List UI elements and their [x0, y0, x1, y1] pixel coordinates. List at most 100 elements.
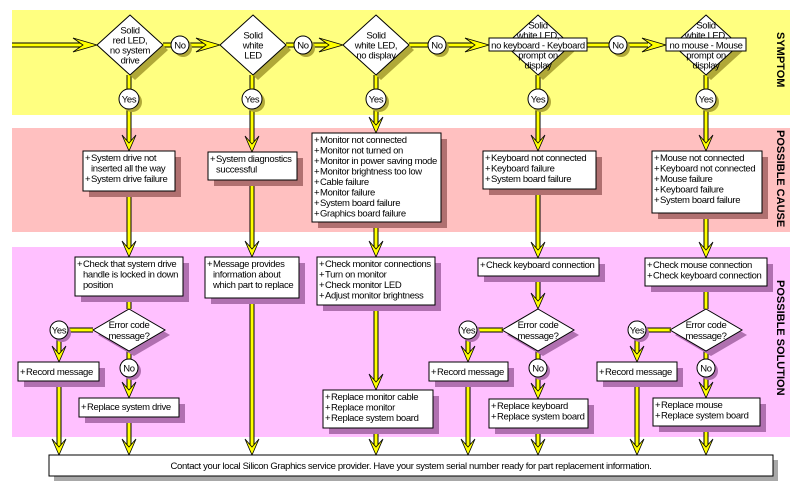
bullet-icon: + — [210, 154, 216, 165]
arrow-down-icon — [244, 135, 260, 153]
no-circle-label: No — [123, 364, 135, 375]
record-message-box — [596, 361, 678, 382]
error-question-text: Error code — [518, 320, 559, 331]
arrow-down-icon — [51, 438, 67, 456]
no-circle — [528, 358, 548, 378]
symptom-label-box — [665, 37, 747, 52]
arrow-down-icon — [460, 438, 476, 456]
error-question-text: message? — [517, 331, 558, 342]
replace-text: Replace system board — [331, 413, 419, 424]
band-label-symptom: SYMPTOM — [774, 32, 786, 88]
arrow-right-icon — [72, 37, 99, 53]
bullet-icon: + — [485, 164, 491, 175]
yes-circle-label: Yes — [531, 95, 546, 106]
symptom-text: display — [692, 61, 720, 72]
symptom-text: no keyboard - Keyboard — [491, 41, 585, 52]
replace-text: Replace keyboard — [497, 401, 568, 412]
no-circle-label: No — [532, 364, 544, 375]
symptom-text: Solid — [120, 26, 139, 37]
replace-box-2 — [322, 389, 434, 429]
arrow-down-icon — [368, 438, 384, 456]
bullet-icon: + — [314, 177, 320, 188]
replace-text: Replace mouse — [661, 400, 723, 411]
no-circle-label: No — [612, 41, 624, 52]
no-circle — [119, 358, 139, 378]
symptom-text: Solid — [366, 31, 385, 42]
yes-circle-label: Yes — [461, 326, 476, 337]
no-circle-label: No — [174, 41, 186, 52]
bullet-icon: + — [654, 195, 660, 206]
arrow-down-icon — [51, 345, 67, 363]
arrow-down-icon — [530, 438, 546, 456]
replace-text: Replace system drive — [87, 402, 171, 413]
bullet-icon: + — [647, 260, 653, 271]
cause-text: System board failure — [491, 174, 571, 185]
bullet-icon: + — [491, 412, 497, 423]
cause-text: Monitor not connected — [320, 135, 407, 146]
cause-text: Keyboard not connected — [491, 153, 586, 164]
error-code-diamond — [669, 308, 743, 352]
yes-circle-label: Yes — [122, 95, 137, 106]
bullet-icon: + — [485, 153, 491, 164]
bullet-icon: + — [85, 174, 91, 185]
arrow-down-icon — [121, 438, 137, 456]
solution-text: position — [83, 280, 113, 291]
solution-text: Turn on monitor — [325, 270, 387, 281]
arrow-down-icon — [368, 240, 384, 258]
arrow-right-icon — [464, 37, 491, 53]
symptom-text: white — [242, 41, 263, 52]
solution-text: Check monitor connections — [325, 259, 431, 270]
arrow-down-icon — [530, 241, 546, 259]
solution-text: Check mouse connection — [653, 260, 752, 271]
solution-text: which part to replace — [212, 280, 293, 291]
arrow-down-icon — [698, 381, 714, 399]
bullet-icon: + — [325, 403, 331, 414]
yes-circle — [527, 88, 549, 110]
yes-circle-label: Yes — [245, 95, 260, 106]
no-circle-label: No — [700, 364, 712, 375]
yes-circle — [49, 320, 69, 340]
error-question-text: Error code — [109, 320, 150, 331]
cause-text: System diagnostics — [216, 154, 292, 165]
cause-text: Keyboard failure — [491, 164, 555, 175]
symptom-text: prompt on — [518, 51, 558, 62]
solution-box-5 — [644, 257, 768, 287]
record-message-box — [17, 361, 100, 382]
bullet-icon: + — [655, 411, 661, 422]
arrow-right-icon — [195, 37, 222, 53]
replace-text: Replace system board — [661, 411, 749, 422]
solution-text: Check keyboard connection — [486, 260, 595, 271]
record-message-text: Record message — [26, 367, 93, 378]
cause-text: System board failure — [320, 198, 400, 209]
bullet-icon: + — [647, 271, 653, 282]
symptom-label-box — [488, 37, 588, 52]
arrow-down-icon — [121, 134, 137, 152]
bullet-icon: + — [77, 259, 83, 270]
arrow-down-icon — [698, 438, 714, 456]
yes-circle-label: Yes — [52, 326, 67, 337]
symptom-text: white LED, — [516, 31, 559, 42]
symptom-text: red LED, — [113, 36, 148, 47]
cause-text: Keyboard failure — [660, 185, 724, 196]
yes-circle — [241, 88, 263, 110]
error-code-diamond — [501, 308, 575, 352]
symptom-text: Solid — [696, 21, 715, 32]
yes-circle — [365, 88, 387, 110]
bullet-icon: + — [314, 188, 320, 199]
symptom-text: LED — [244, 51, 262, 62]
bullet-icon: + — [319, 259, 325, 270]
arrow-down-icon — [460, 345, 476, 363]
cause-box-5 — [651, 150, 763, 214]
symptom-diamond-1 — [96, 14, 164, 76]
arrow-down-icon — [368, 116, 384, 134]
bullet-icon: + — [654, 164, 660, 175]
symptom-text: display — [524, 61, 552, 72]
yes-circle-label: Yes — [369, 95, 384, 106]
replace-text: Replace monitor cable — [331, 392, 418, 403]
cause-text: Cable failure — [320, 177, 369, 188]
cause-text: Monitor failure — [320, 188, 375, 199]
bullet-icon: + — [81, 402, 87, 413]
yes-circle-label: Yes — [699, 95, 714, 106]
bullet-icon: + — [207, 259, 213, 270]
cause-text: System drive not — [91, 153, 157, 164]
